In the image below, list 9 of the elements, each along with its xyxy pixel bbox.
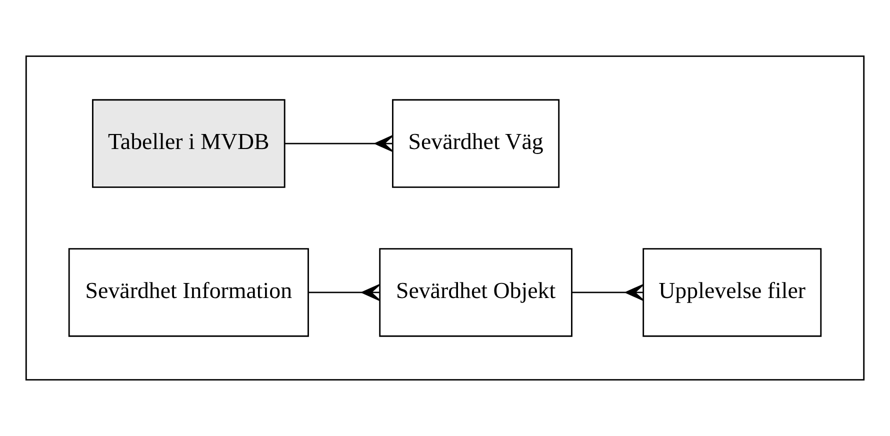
node-box: Tabeller i MVDB <box>92 99 286 188</box>
node-box: Sevärdhet Information <box>68 248 309 337</box>
node-box: Upplevelse filer <box>642 248 822 337</box>
cluster <box>25 55 865 381</box>
connector <box>308 284 380 301</box>
connector <box>572 284 644 301</box>
connector <box>284 135 394 152</box>
node-box: Sevärdhet Objekt <box>379 248 572 337</box>
node-box: Sevärdhet Väg <box>392 99 560 188</box>
